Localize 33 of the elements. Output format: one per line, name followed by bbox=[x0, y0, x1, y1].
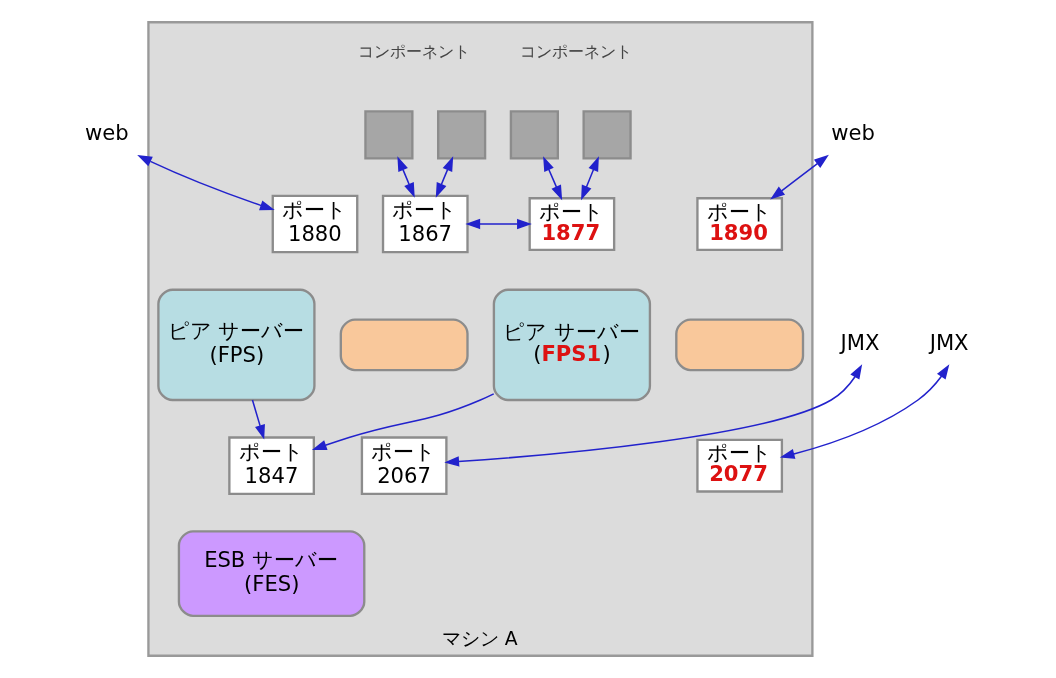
arrow bbox=[769, 154, 829, 200]
arrow bbox=[251, 399, 265, 440]
node-box bbox=[339, 318, 469, 372]
label: コンポーネント bbox=[357, 42, 470, 62]
arrow bbox=[542, 156, 562, 201]
node-box: ピア サーバー (FPS1) bbox=[492, 288, 651, 402]
node-box: ポート 1890 bbox=[695, 197, 783, 252]
node-box: ポート 1847 bbox=[227, 436, 315, 496]
label: コンポーネント bbox=[519, 42, 632, 62]
node-box: ポート 2077 bbox=[695, 438, 783, 493]
arrow bbox=[779, 364, 949, 459]
node-text: JMX bbox=[929, 330, 969, 356]
arrow bbox=[136, 155, 275, 211]
arrow bbox=[464, 218, 532, 230]
node-box: ポート 1867 bbox=[381, 194, 469, 254]
node-box: ポート 1880 bbox=[271, 194, 358, 254]
arrow bbox=[580, 156, 599, 201]
node-box: ポート 1877 bbox=[528, 197, 615, 252]
node-box: ポート 2067 bbox=[360, 436, 448, 496]
arrow bbox=[396, 156, 415, 198]
node-box bbox=[581, 110, 632, 160]
node-text: web bbox=[830, 120, 875, 146]
node-box: ESB サーバー (FES) bbox=[177, 530, 365, 618]
node-text: JMX bbox=[840, 330, 879, 356]
node-box bbox=[674, 318, 804, 372]
node-box: ピア サーバー (FPS) bbox=[156, 288, 316, 402]
node-box bbox=[436, 110, 486, 160]
node-text: web bbox=[84, 120, 129, 146]
arrow bbox=[443, 364, 862, 467]
arrow bbox=[435, 156, 453, 198]
node-box bbox=[509, 110, 559, 160]
node-box bbox=[363, 110, 414, 160]
arrow bbox=[311, 393, 494, 451]
